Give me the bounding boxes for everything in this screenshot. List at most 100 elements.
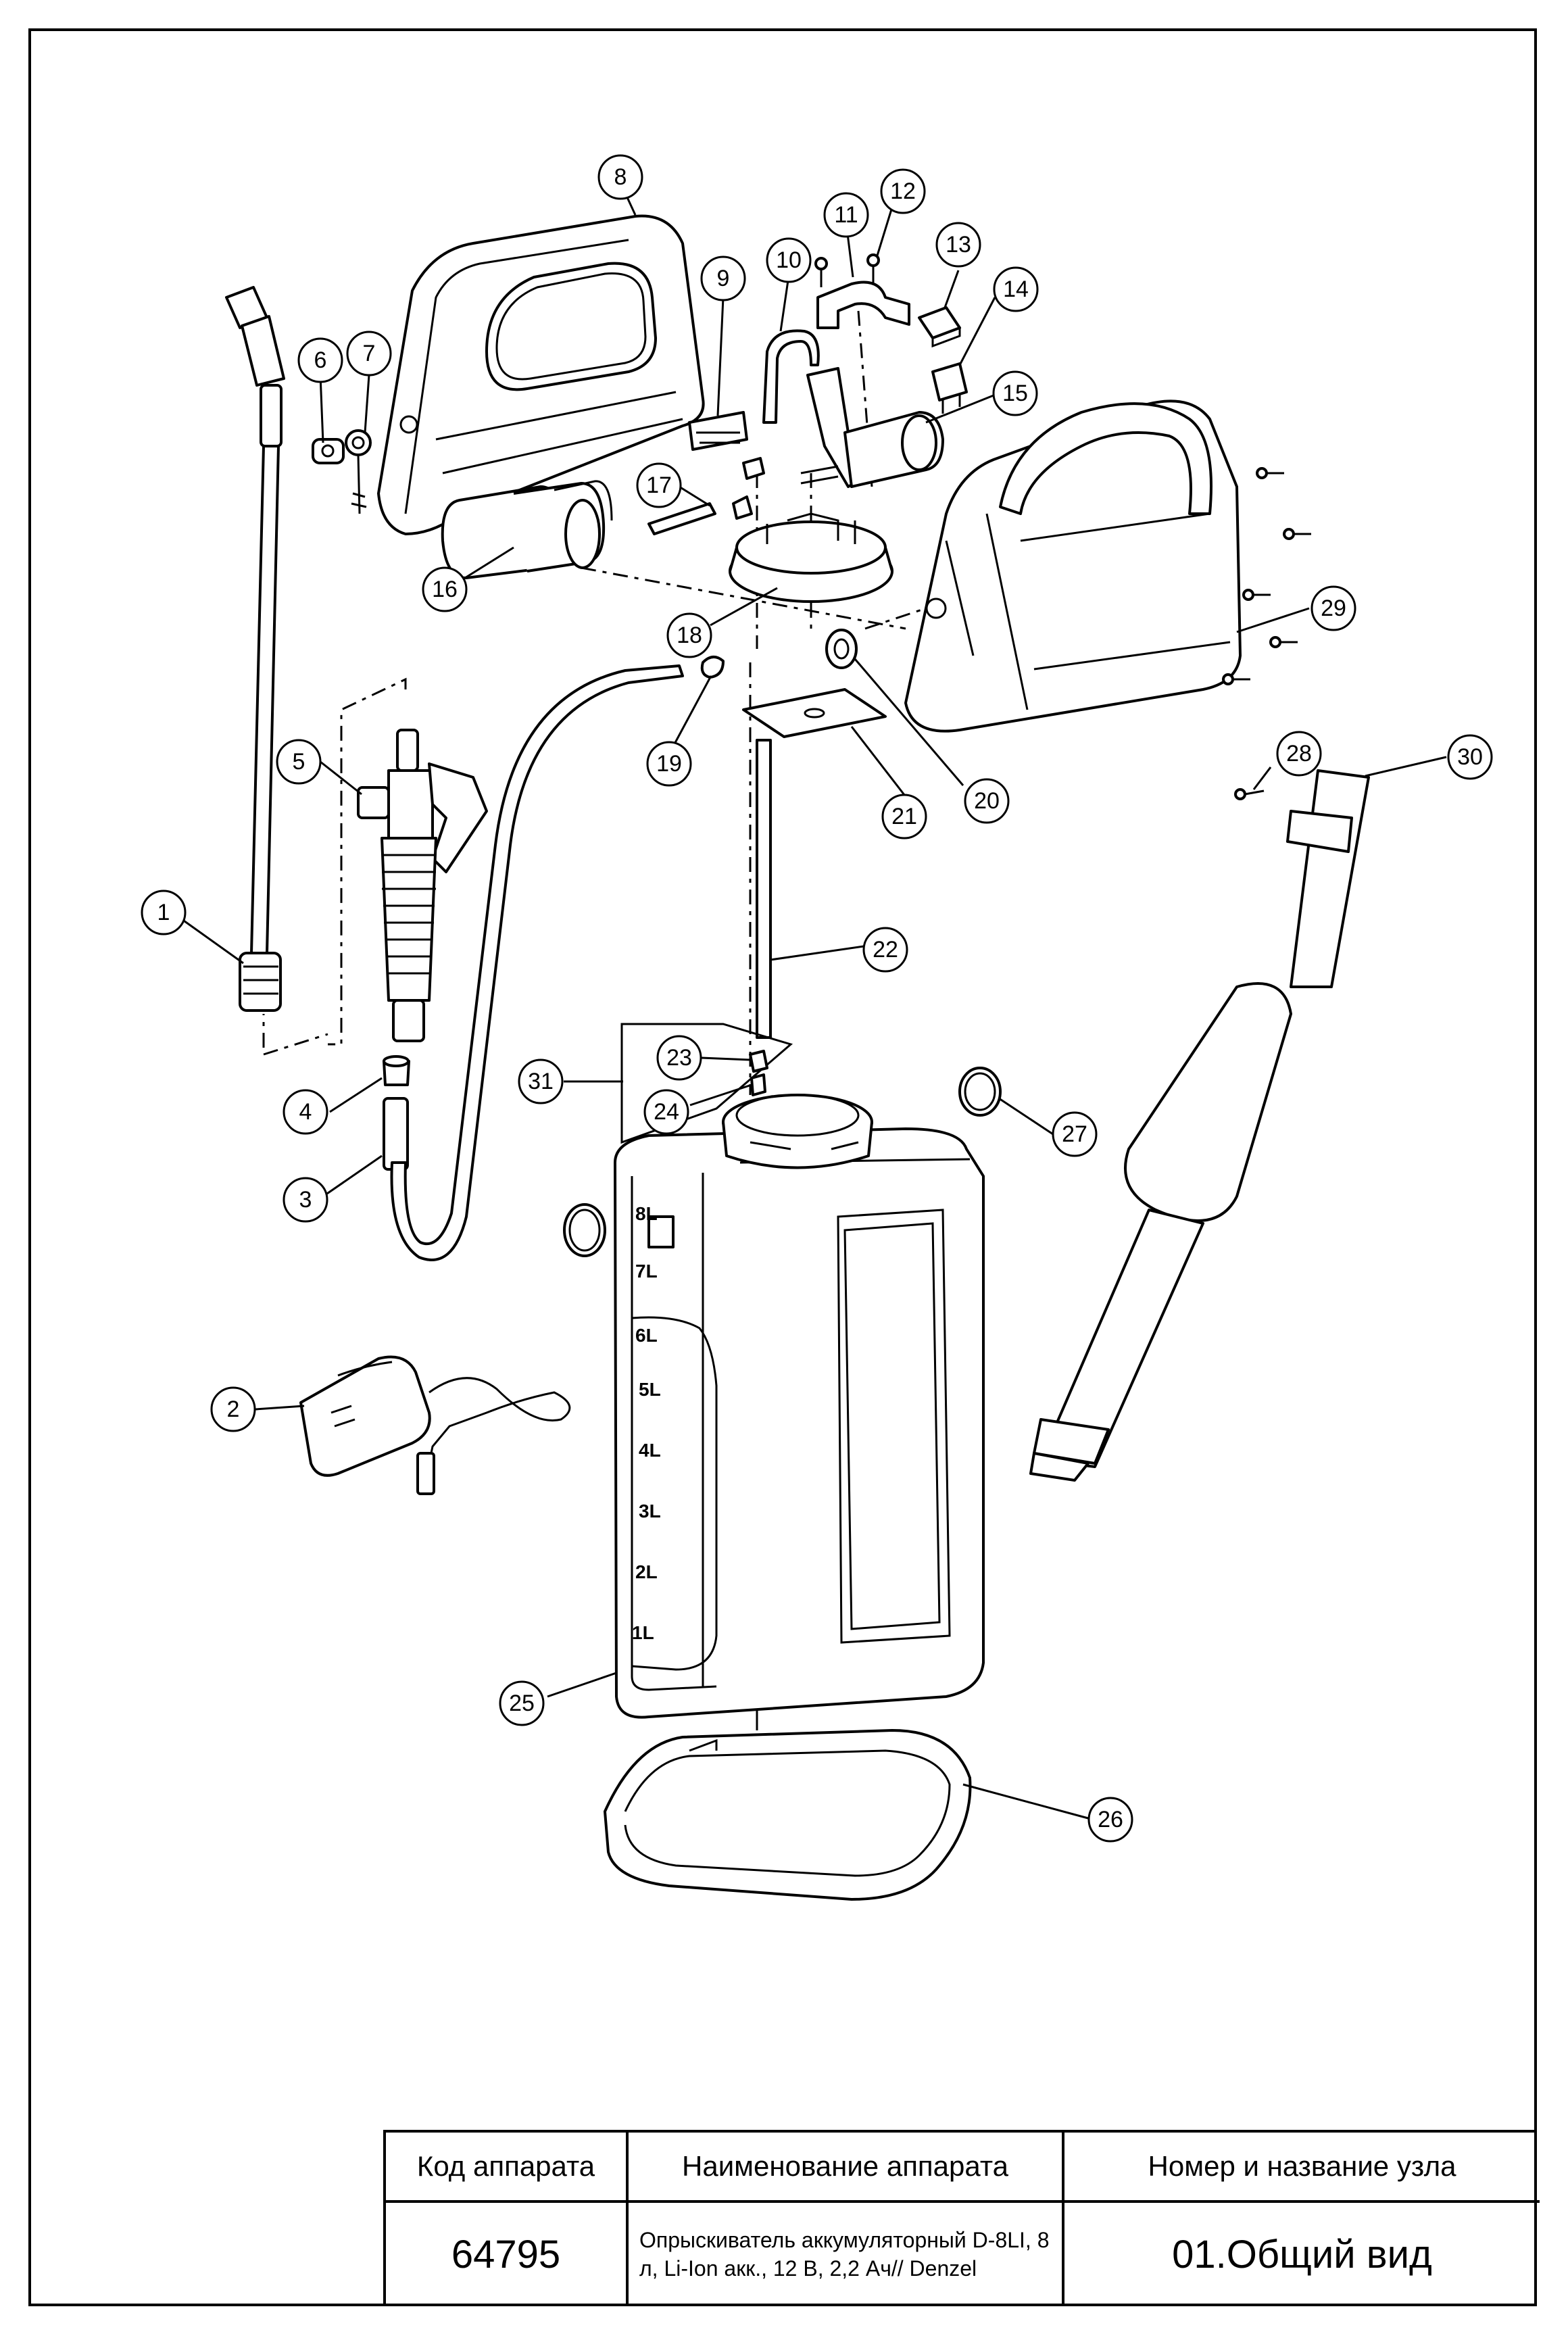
part-31-filter-group	[620, 1023, 793, 1144]
part-19-hose-clip	[700, 656, 725, 679]
balloon-31: 31	[518, 1058, 564, 1104]
svg-text:13: 13	[946, 232, 971, 258]
part-5-trigger-handle	[357, 729, 488, 1042]
balloon-27: 27	[1052, 1111, 1098, 1157]
balloon-30: 30	[1447, 734, 1493, 780]
balloon-20: 20	[964, 778, 1010, 824]
scale-mark-6l: 6L	[635, 1325, 658, 1346]
device-name: Опрыскиватель аккумуляторный D-8LI, 8 л,…	[626, 2200, 1064, 2306]
svg-text:18: 18	[677, 623, 702, 648]
part-8-housing-front	[377, 214, 705, 535]
node-name: 01.Общий вид	[1062, 2200, 1540, 2306]
scale-mark-4l: 4L	[639, 1440, 661, 1461]
part-9-circuit-board	[688, 411, 748, 451]
balloon-2: 2	[210, 1386, 256, 1432]
part-12-screws	[814, 253, 880, 287]
balloon-9: 9	[700, 256, 746, 301]
title-block: Код аппарата Наименование аппарата Номер…	[383, 2130, 1540, 2306]
svg-text:16: 16	[432, 577, 458, 602]
svg-text:29: 29	[1321, 595, 1346, 621]
title-block-table: Код аппарата Наименование аппарата Номер…	[386, 2133, 1540, 2306]
svg-text:28: 28	[1286, 741, 1312, 766]
balloon-5: 5	[276, 739, 322, 785]
balloon-25: 25	[499, 1680, 545, 1726]
part-1-spray-lance	[225, 286, 285, 1012]
part-22-suction-tube	[756, 739, 772, 1039]
balloon-3: 3	[283, 1177, 328, 1223]
svg-text:8: 8	[614, 164, 627, 190]
tank-volume-scale: 8L 7L 6L 5L 4L 3L 2L 1L	[632, 1203, 661, 1643]
balloon-6: 6	[297, 337, 343, 383]
balloon-15: 15	[992, 370, 1038, 416]
long-spray-hose	[390, 664, 684, 1261]
svg-text:2: 2	[227, 1396, 240, 1422]
part-14-switch	[931, 362, 968, 414]
balloon-24: 24	[643, 1089, 689, 1135]
svg-text:17: 17	[646, 472, 672, 498]
tank-neck	[722, 1094, 873, 1169]
balloon-29: 29	[1310, 585, 1356, 631]
balloon-12: 12	[880, 168, 926, 214]
small-clip-a	[732, 495, 753, 520]
svg-text:20: 20	[974, 788, 1000, 814]
part-21-filter-disc	[742, 688, 887, 738]
part-11-bracket	[816, 281, 910, 329]
svg-text:14: 14	[1003, 276, 1029, 302]
part-28-screw	[1234, 788, 1265, 800]
svg-text:24: 24	[654, 1099, 679, 1125]
part-6-nut	[312, 438, 345, 464]
balloon-16: 16	[422, 566, 468, 612]
balloon-23: 23	[656, 1035, 702, 1081]
svg-text:9: 9	[717, 266, 730, 291]
svg-text:4: 4	[299, 1099, 312, 1125]
svg-text:25: 25	[509, 1690, 535, 1716]
header-name: Наименование аппарата	[626, 2133, 1064, 2203]
part-10-pump-hose	[762, 329, 820, 424]
svg-text:22: 22	[873, 937, 898, 963]
svg-text:1: 1	[157, 900, 170, 925]
balloon-1: 1	[141, 890, 187, 935]
svg-text:15: 15	[1002, 381, 1028, 406]
part-27-o-ring	[958, 1067, 1002, 1117]
svg-text:3: 3	[299, 1187, 312, 1213]
balloon-13: 13	[935, 222, 981, 268]
svg-text:19: 19	[656, 751, 682, 777]
part-16-battery-pack	[441, 480, 613, 579]
spare-o-ring	[563, 1203, 606, 1257]
part-26-base-tray	[604, 1710, 972, 1901]
header-code: Код аппарата	[386, 2133, 629, 2203]
svg-text:12: 12	[890, 178, 916, 204]
svg-text:31: 31	[528, 1069, 554, 1094]
leader-lines	[172, 197, 1447, 1820]
scale-mark-5l: 5L	[639, 1379, 661, 1400]
header-node: Номер и название узла	[1062, 2133, 1540, 2203]
part-17-pin	[647, 502, 716, 535]
part-29-screws	[1222, 467, 1311, 685]
balloon-26: 26	[1087, 1797, 1133, 1843]
part-2-charger	[299, 1355, 571, 1495]
part-20-grommet	[825, 629, 858, 669]
part-18-tank-lid	[729, 512, 893, 603]
scale-mark-8l: 8L	[635, 1203, 658, 1224]
part-29-housing-rear	[904, 399, 1242, 733]
balloon-28: 28	[1276, 731, 1322, 777]
balloon-19: 19	[646, 741, 692, 787]
svg-text:10: 10	[776, 247, 802, 273]
small-clip-b	[742, 457, 765, 480]
svg-text:27: 27	[1062, 1121, 1087, 1147]
svg-text:7: 7	[363, 341, 376, 366]
balloon-11: 11	[823, 192, 869, 238]
svg-text:6: 6	[314, 347, 327, 373]
part-30-shoulder-strap	[1029, 769, 1370, 1482]
svg-text:30: 30	[1457, 744, 1483, 770]
svg-text:5: 5	[293, 749, 305, 775]
balloon-21: 21	[881, 794, 927, 840]
part-15-pump-motor	[800, 367, 944, 488]
balloon-4: 4	[283, 1089, 328, 1135]
balloon-17: 17	[636, 462, 682, 508]
scale-mark-1l: 1L	[632, 1622, 654, 1643]
balloon-8: 8	[597, 154, 643, 200]
scale-mark-7l: 7L	[635, 1261, 658, 1282]
